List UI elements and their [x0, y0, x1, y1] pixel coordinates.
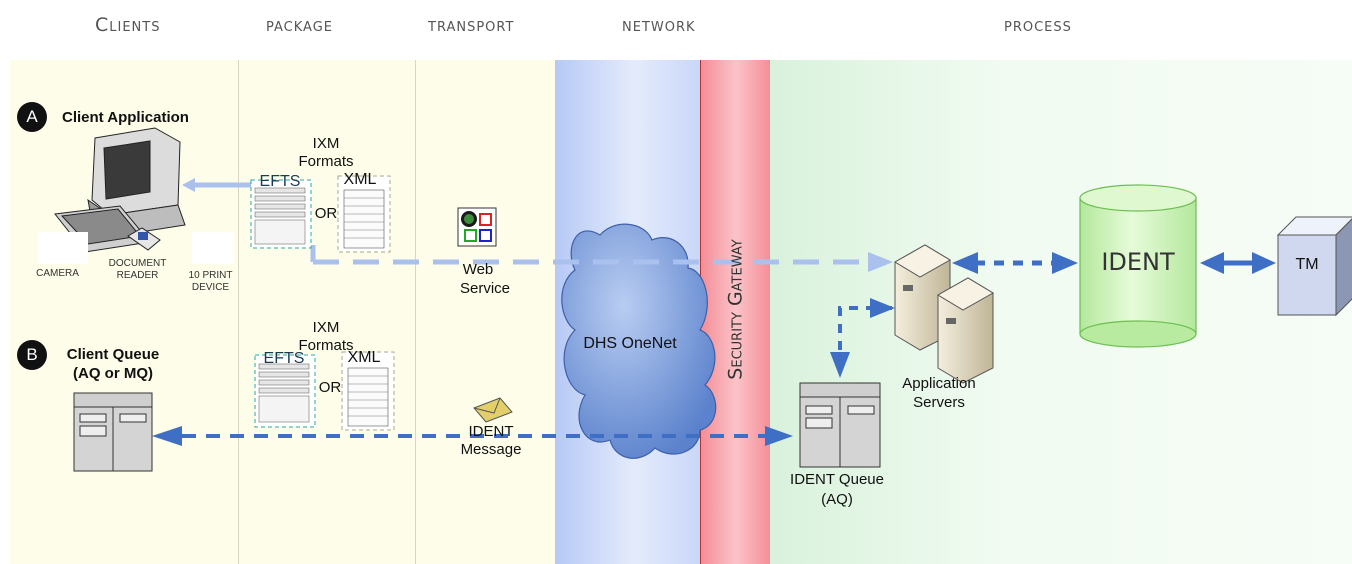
formats-b-or: OR: [318, 379, 342, 396]
lane-gateway: [700, 60, 772, 564]
print-device-icon: [192, 232, 234, 264]
ident-message-label-1: IDENT: [468, 423, 514, 440]
formats-a-or: OR: [314, 205, 338, 222]
formats-a-xml: XML: [343, 171, 377, 188]
marker-b-label: B: [26, 345, 38, 364]
ident-queue-label-1: IDENT Queue: [790, 471, 884, 488]
formats-b-line-2: Formats: [298, 337, 354, 354]
web-service-label-2: Service: [459, 280, 511, 297]
formats-a-line-1: IXM: [312, 135, 340, 152]
formats-a-documents: [250, 175, 391, 253]
formats-b-line-1: IXM: [312, 319, 340, 336]
web-service-icon: [457, 207, 497, 247]
header-transport: TRANSPORT: [428, 14, 515, 36]
servers-ident-arrow: [952, 252, 1078, 274]
lane-transport: [415, 60, 556, 564]
web-service-flow-line: [182, 178, 893, 272]
tm-label: TM: [1295, 256, 1319, 273]
security-gateway-label: Security Gateway: [724, 239, 747, 380]
print-device-label-2: DEVICE: [191, 282, 230, 293]
document-reader-label-1: DOCUMENT: [108, 258, 167, 269]
application-servers-label-1: Application: [902, 375, 976, 392]
client-application-title: Client Application: [62, 109, 189, 126]
header-process: PROCESS: [1004, 14, 1072, 36]
formats-b-xml: XML: [347, 349, 381, 366]
marker-b-icon: [17, 340, 47, 370]
client-queue-title-2: (AQ or MQ): [73, 365, 153, 382]
camera-icon: [38, 232, 88, 264]
header-network: NETWORK: [622, 14, 696, 36]
camera-label: CAMERA: [36, 268, 79, 279]
marker-a-label: A: [26, 107, 38, 126]
ident-queue-label-2: (AQ): [821, 491, 853, 508]
servers-queue-arrow: [830, 298, 895, 378]
print-device-label-1: 10 PRINT: [188, 270, 233, 281]
tm-cube: [1276, 216, 1352, 317]
formats-b-efts: EFTS: [263, 350, 305, 367]
lane-process: [770, 60, 1352, 564]
web-service-label-1: Web: [462, 261, 494, 278]
client-queue-icon: [73, 392, 153, 472]
ident-message-label-2: Message: [460, 441, 522, 458]
ident-message-flow-line: [152, 426, 793, 446]
header-package: PACKAGE: [266, 14, 333, 36]
formats-a-line-2: Formats: [298, 153, 354, 170]
application-servers-icon: [894, 244, 994, 384]
document-reader-label-2: READER: [116, 270, 159, 281]
ident-queue-icon: [799, 382, 881, 468]
dhs-onenet-cloud: [561, 223, 717, 459]
ident-tm-arrow: [1200, 252, 1276, 274]
ident-database: [1079, 184, 1197, 348]
client-queue-title-1: Client Queue: [66, 346, 160, 363]
dhs-onenet-label: DHS OneNet: [583, 335, 677, 352]
ident-database-label: IDENT: [1101, 248, 1175, 276]
lane-package: [238, 60, 416, 564]
message-envelope-icon: [473, 397, 513, 423]
formats-b-documents: [254, 351, 395, 431]
header-clients: Clients: [95, 14, 161, 36]
marker-a-icon: [17, 102, 47, 132]
formats-a-efts: EFTS: [259, 173, 301, 190]
application-servers-label-2: Servers: [913, 394, 965, 411]
